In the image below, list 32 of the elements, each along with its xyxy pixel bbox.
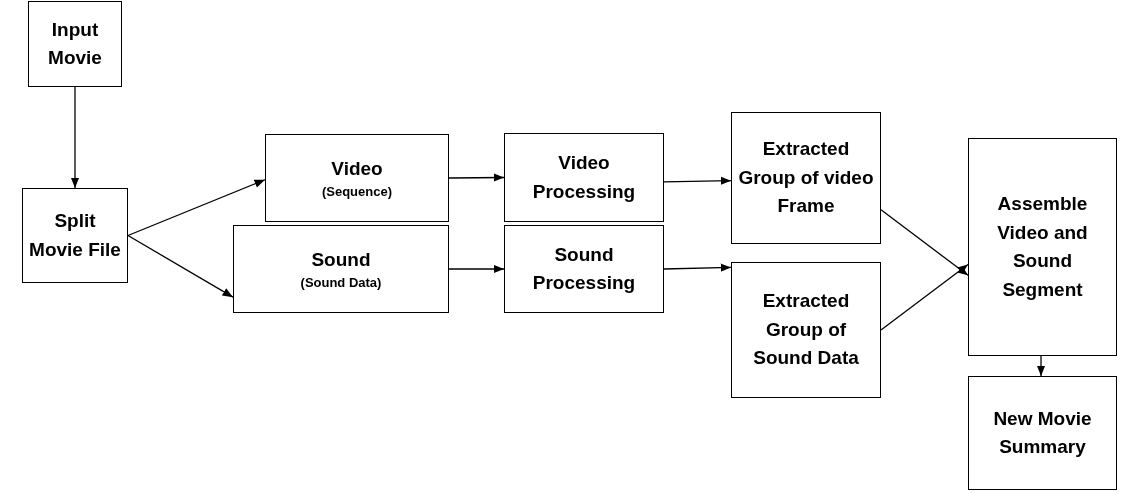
- process-box: [504, 133, 664, 222]
- process-box: [28, 1, 122, 87]
- box-label: New Movie Summary: [992, 406, 1093, 459]
- box-label: Video Processing: [531, 151, 637, 204]
- box-sublabel: (Sequence): [321, 183, 393, 202]
- box-label: Split Movie File: [28, 209, 122, 262]
- arrow: [127, 179, 266, 237]
- box-label: Sound: [311, 247, 371, 272]
- arrow: [70, 86, 80, 189]
- arrow: [448, 264, 505, 274]
- process-box: [731, 262, 881, 398]
- process-box: [968, 376, 1117, 490]
- arrow: [663, 263, 732, 272]
- box-label: Extracted Group of Sound Data: [752, 289, 860, 371]
- arrow: [880, 263, 969, 331]
- box-label: Sound Processing: [531, 242, 637, 295]
- box-label: Input Movie: [47, 17, 103, 70]
- arrow: [1036, 355, 1046, 377]
- process-box: [731, 112, 881, 244]
- arrow: [880, 209, 969, 276]
- process-box: [968, 138, 1117, 356]
- box-sublabel: (Sound Data): [300, 274, 382, 293]
- process-box: [504, 225, 664, 313]
- arrow: [127, 234, 234, 298]
- process-box: [233, 225, 449, 313]
- arrow: [663, 176, 732, 185]
- arrow: [448, 173, 505, 182]
- process-box: [22, 188, 128, 283]
- box-label: Extracted Group of video Frame: [737, 137, 875, 219]
- box-label: Assemble Video and Sound Segment: [996, 192, 1089, 302]
- box-label: Video: [331, 156, 383, 181]
- process-box: [265, 134, 449, 222]
